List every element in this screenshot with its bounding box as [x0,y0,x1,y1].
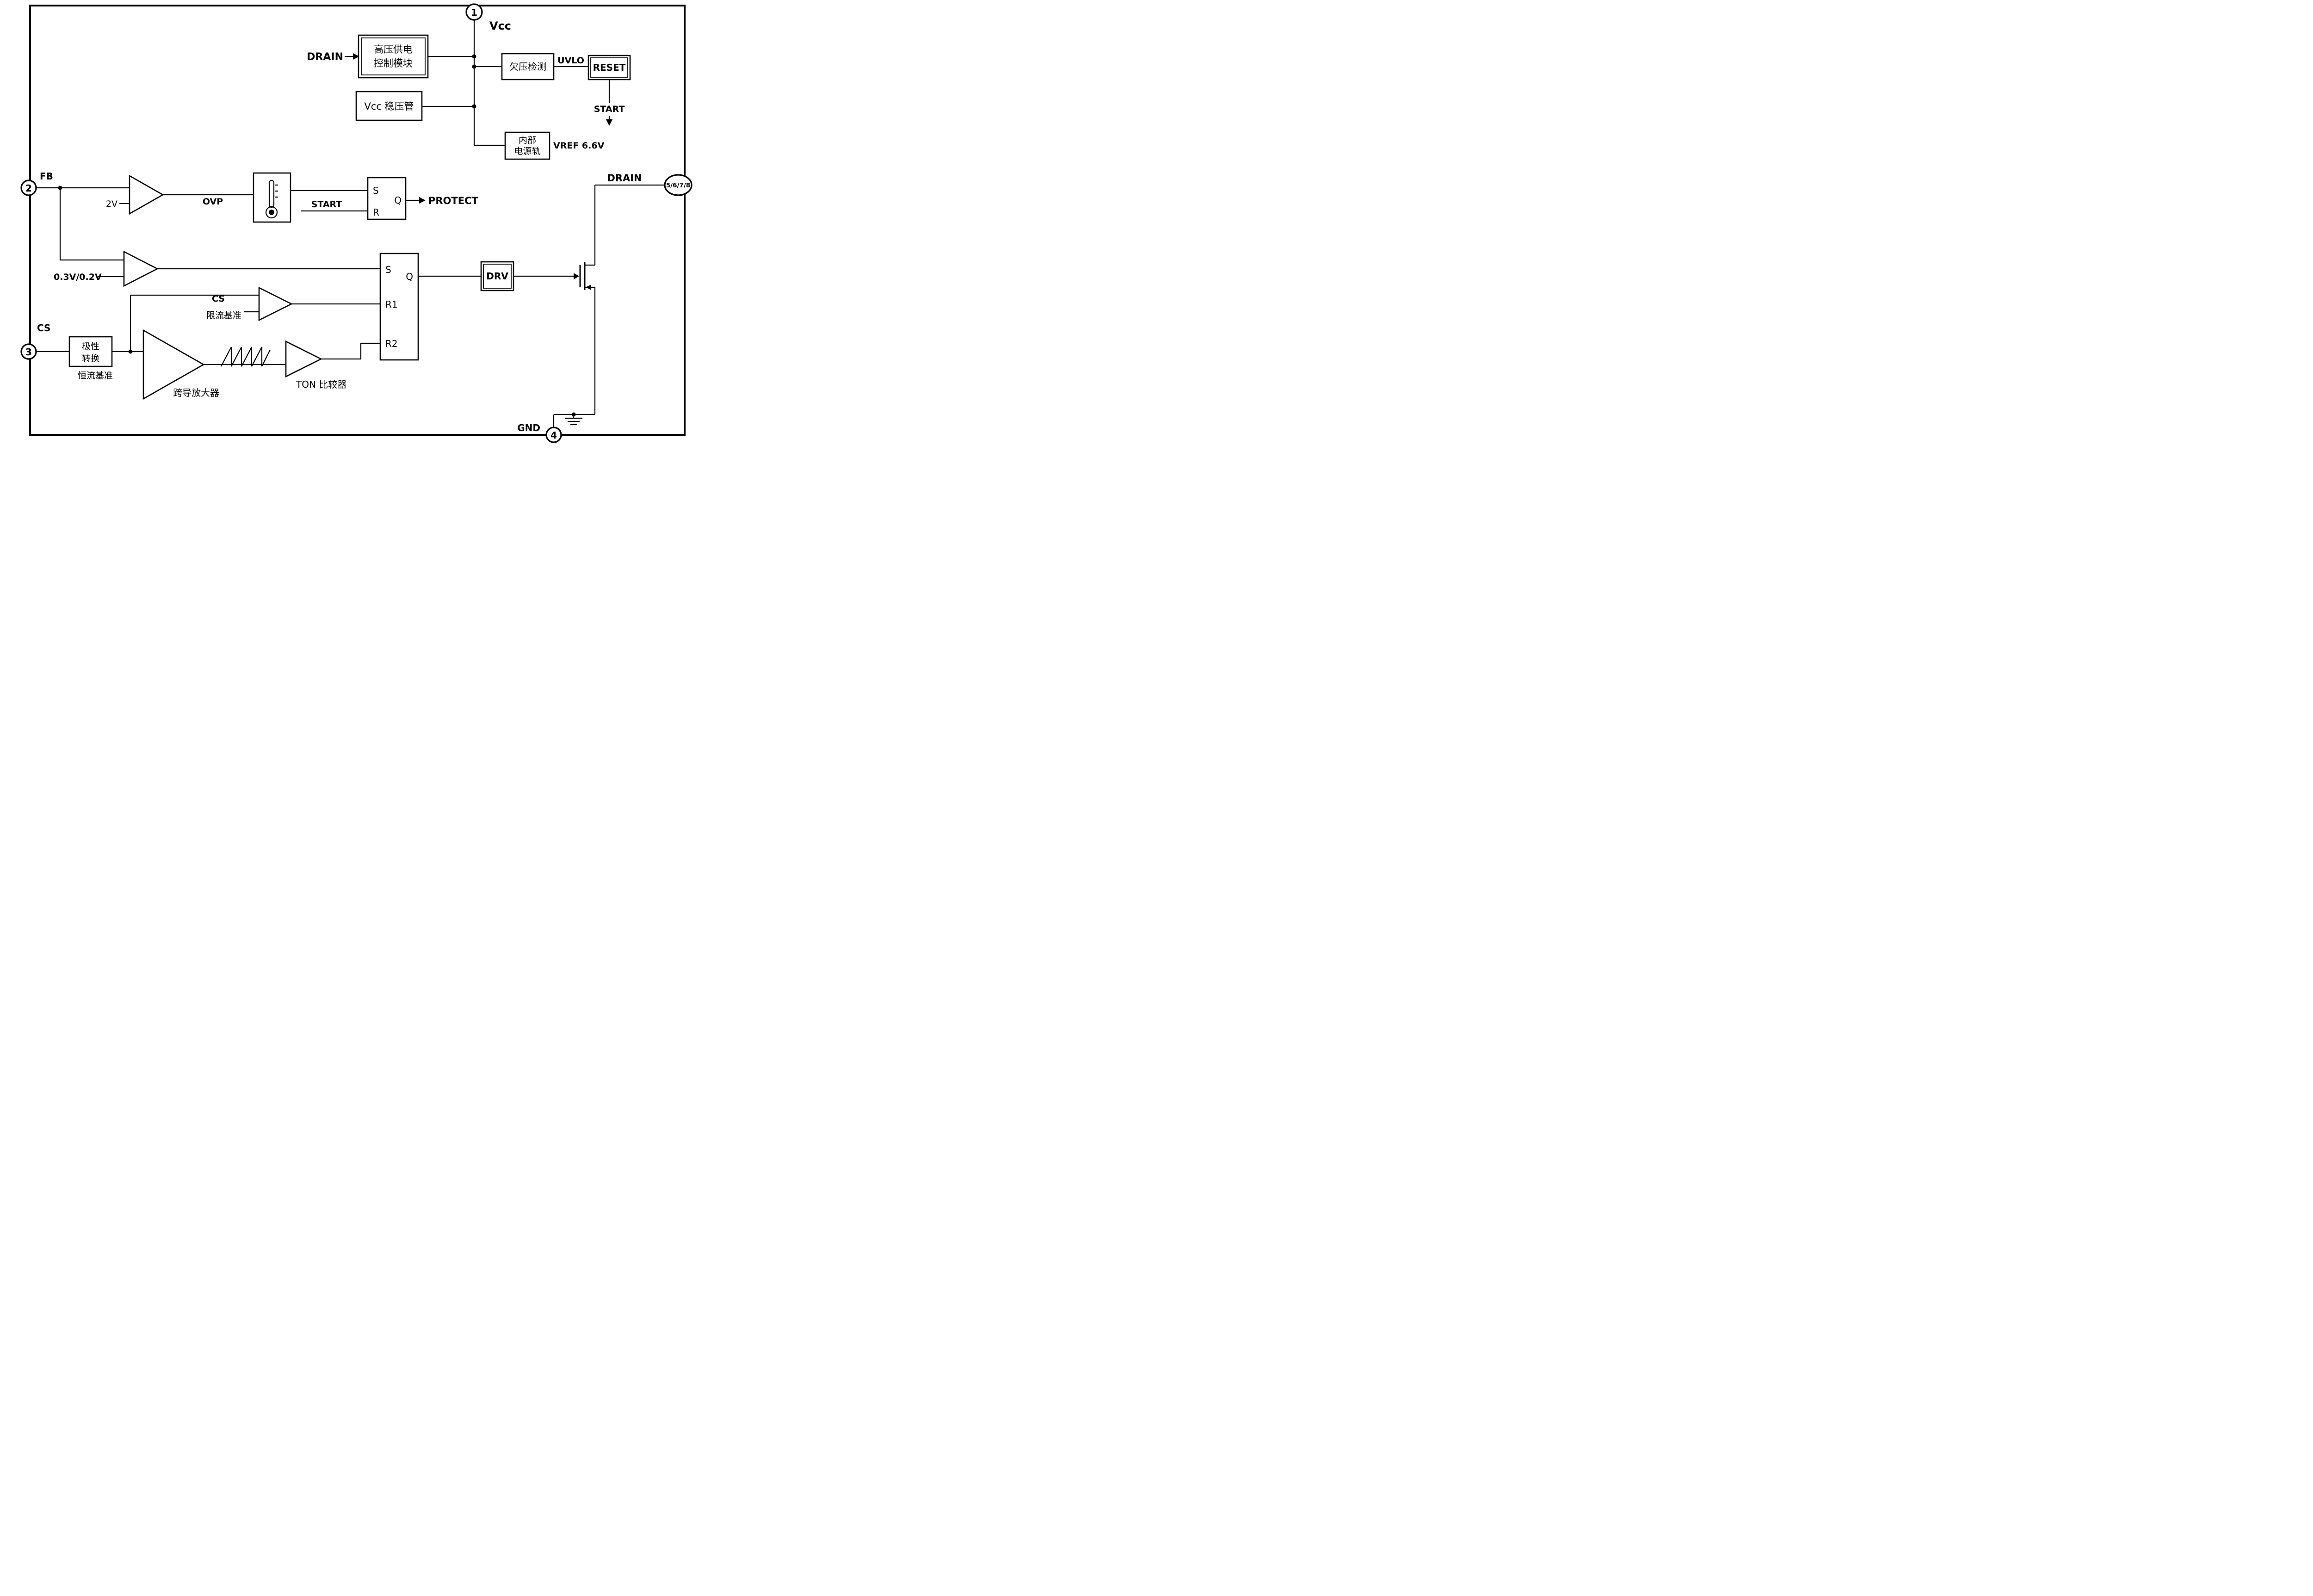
start-arrowhead [606,119,612,126]
protect-label: PROTECT [428,195,478,206]
mosfet-source-arrow [586,285,591,290]
gm-amplifier [142,329,205,400]
block-diagram: DRAIN 高压供电 控制模块 Vcc 稳压管 欠压检测 UVLO RESET … [0,0,722,447]
ton-comparator-triangle [285,340,322,378]
pwm-latch-r1: R1 [385,299,398,310]
fb-ref-comparator [123,250,159,287]
uvlo-detect-label: 欠压检测 [509,61,546,72]
pwm-latch-r2: R2 [385,338,398,349]
polarity-block: 极性 转换 [68,336,113,367]
vcc-regulator-label: Vcc 稳压管 [364,101,414,112]
internal-rail-block: 内部 电源轨 [504,131,550,160]
cs-signal-label: CS [212,294,225,304]
protect-latch-q: Q [394,195,402,206]
vcc-regulator-block: Vcc 稳压管 [355,91,423,121]
uvlo-detect-block: 欠压检测 [501,53,555,80]
reset-label: RESET [593,62,626,73]
pwm-latch-s: S [385,264,391,275]
junction-dot [571,412,576,417]
vcc-pin: 1 [465,3,483,21]
start-top-label: START [594,104,625,114]
uvlo-signal-label: UVLO [557,56,584,66]
start-mid-label: START [311,199,342,210]
protect-latch-s: S [373,185,379,196]
junction-dot [472,54,476,59]
drain-pin: 5/6/7/8 [664,174,693,196]
current-limit-comparator [258,286,293,322]
drain-out-label: DRAIN [607,173,642,184]
fb-comparator [129,174,164,215]
internal-rail-line2: 电源轨 [514,146,540,156]
fb-pin-label: FB [40,171,53,182]
gnd-pin: 4 [545,427,562,443]
vref-label: VREF 6.6V [553,141,605,151]
drain-in-label: DRAIN [307,51,343,63]
ground-icon [565,417,582,426]
drain-pin-number: 5/6/7/8 [666,182,690,189]
protect-arrowhead [419,197,426,204]
drain-in-arrowhead [353,53,359,60]
ovp-label: OVP [203,197,223,207]
gnd-pin-number: 4 [550,430,557,441]
hv-supply-block: 高压供电 控制模块 [358,34,429,79]
gnd-label: GND [517,422,540,433]
fb-wires [36,187,419,278]
pwm-latch: S Q R1 R2 [379,253,419,361]
polarity-line1: 极性 [82,341,99,352]
sawtooth-icon [221,346,271,367]
junction-dot [472,64,476,69]
reset-block: RESET [588,55,631,80]
ton-comparator-label: TON 比较器 [296,379,346,390]
protect-latch: S Q R [367,177,407,220]
junction-dot [58,186,62,190]
pwm-latch-q: Q [406,271,413,282]
fb-threshold-label: 2V [106,199,118,209]
drv-label: DRV [486,271,508,282]
vcc-label: Vcc [489,19,511,32]
drv-block: DRV [480,261,514,291]
polarity-line2: 转换 [82,353,99,364]
constant-current-ref-label: 恒流基准 [78,371,113,381]
cs-pin-label: CS [37,322,50,334]
protect-latch-r: R [373,207,379,218]
hv-supply-line2: 控制模块 [374,58,413,69]
thermometer-icon [265,179,278,219]
otp-block [253,172,291,223]
gate-arrowhead [574,273,579,279]
fb-pin-number: 2 [25,183,32,194]
vcc-pin-number: 1 [471,7,477,18]
diagram-canvas: DRAIN 高压供电 控制模块 Vcc 稳压管 欠压检测 UVLO RESET … [20,3,693,443]
power-mosfet [579,262,595,290]
output-stage-wires [553,184,665,427]
cs-pin: 3 [20,343,37,360]
fb-pin: 2 [20,179,37,196]
chip-border [29,5,686,436]
internal-rail-line1: 内部 [519,135,536,145]
cs-wires [36,294,380,365]
hv-supply-line1: 高压供电 [374,44,413,55]
current-limit-ref-label: 限流基准 [206,310,241,321]
fb-ref-label: 0.3V/0.2V [54,272,102,282]
cs-pin-number: 3 [25,346,32,358]
junction-dot [128,349,133,354]
gm-amp-label: 跨导放大器 [173,387,219,398]
junction-dot [472,104,476,109]
vcc-rail-wires [422,19,588,146]
